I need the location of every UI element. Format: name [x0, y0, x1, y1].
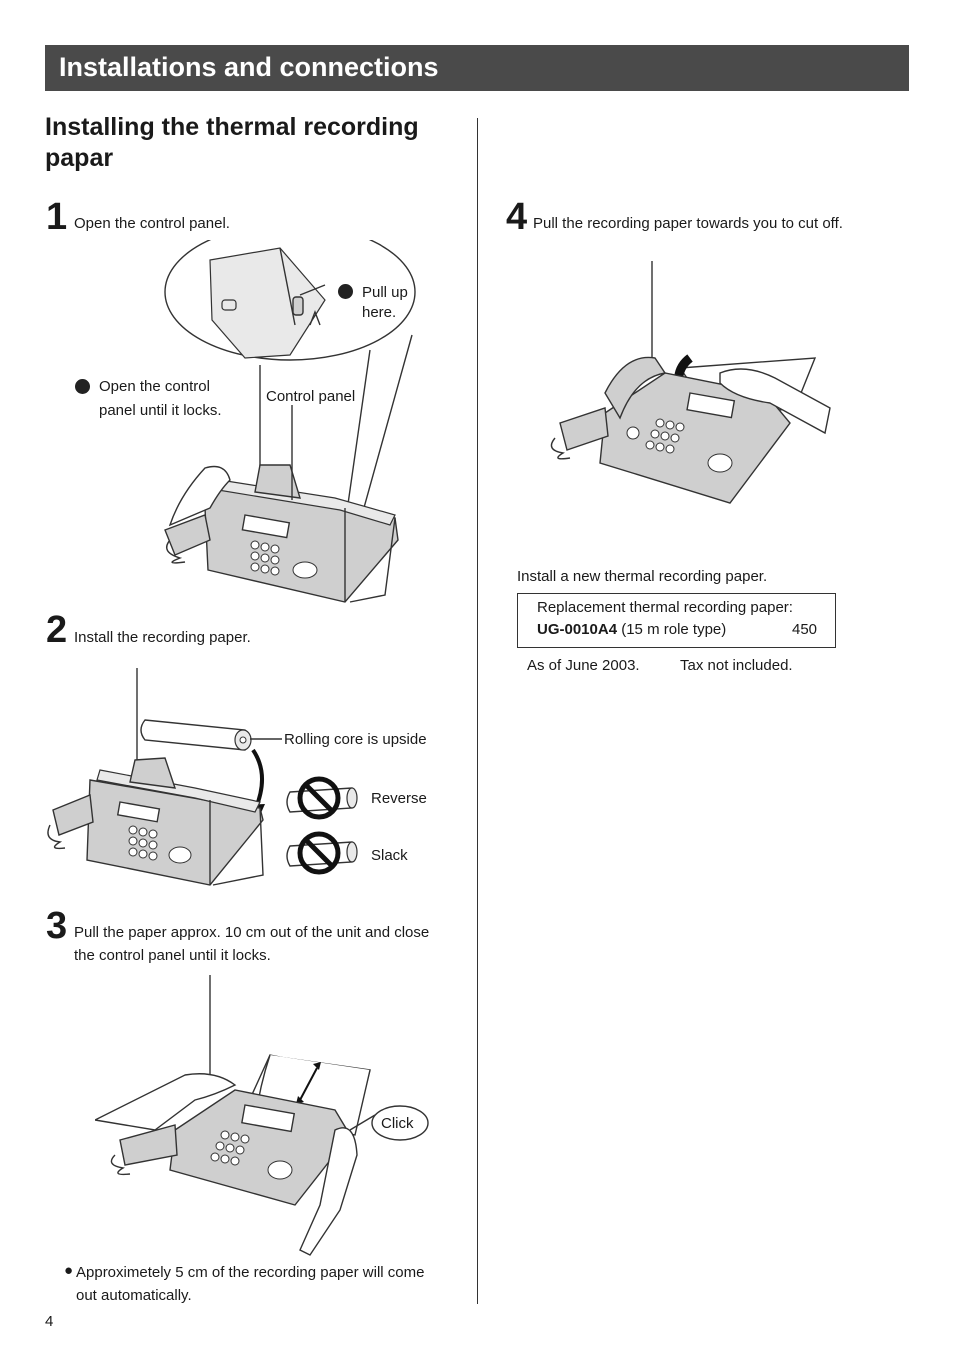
wrong-roll-icons: [286, 776, 358, 875]
step-4-number: 4: [506, 196, 528, 238]
section-title: Installing the thermal recording papar: [45, 113, 419, 172]
step-2-number: 2: [46, 609, 68, 651]
price: 450: [792, 621, 818, 638]
open-panel-label: Open the control panel until it locks.: [99, 378, 222, 419]
header-bar: Installations and connections: [45, 45, 909, 91]
fax-illustration-step2: [47, 668, 265, 886]
rolling-core-leader: [250, 738, 282, 740]
column-divider: [477, 118, 478, 1304]
fax-illustration-step4: [550, 261, 831, 504]
reverse-label: Reverse: [371, 790, 427, 807]
click-callout: [371, 1105, 429, 1141]
step-3-number: 3: [46, 905, 68, 947]
step-3-text: Pull the paper approx. 10 cm out of the …: [74, 924, 430, 964]
model-description: (15 m role type): [621, 621, 727, 638]
model-line: UG-0010A4 (15 m role type): [537, 618, 726, 641]
step-2-text: Install the recording paper.: [74, 629, 251, 646]
model-number: UG-0010A4: [537, 621, 618, 638]
bullet-dot: [338, 284, 353, 299]
control-panel-leader: [291, 405, 293, 500]
fax-illustration-step1: [164, 240, 416, 603]
as-of-date: As of June 2003.: [527, 657, 640, 674]
box-title: Replacement thermal recording paper:: [537, 599, 793, 616]
step-1-text: Open the control panel.: [74, 215, 230, 232]
page-number: 4: [45, 1313, 54, 1330]
replacement-info-box: [517, 593, 836, 648]
bullet-marker: ●: [64, 1262, 74, 1279]
install-new-text: Install a new thermal recording paper.: [517, 568, 768, 585]
pull-up-label: Pull up here.: [362, 284, 408, 321]
prohibited-icon: [286, 831, 358, 875]
page-title: Installations and connections: [59, 52, 439, 82]
bullet-dot: [75, 379, 90, 394]
slack-label: Slack: [371, 847, 408, 864]
step-4-text: Pull the recording paper towards you to …: [533, 215, 843, 232]
fax-illustration-step3: [95, 975, 376, 1256]
rolling-core-label: Rolling core is upside: [284, 731, 427, 748]
prohibited-icon: [286, 776, 358, 820]
click-label: Click: [381, 1115, 414, 1132]
tax-note: Tax not included.: [680, 657, 793, 674]
step-1-number: 1: [46, 196, 68, 238]
step-3-note: Approximetely 5 cm of the recording pape…: [76, 1264, 425, 1304]
control-panel-label: Control panel: [266, 388, 356, 405]
